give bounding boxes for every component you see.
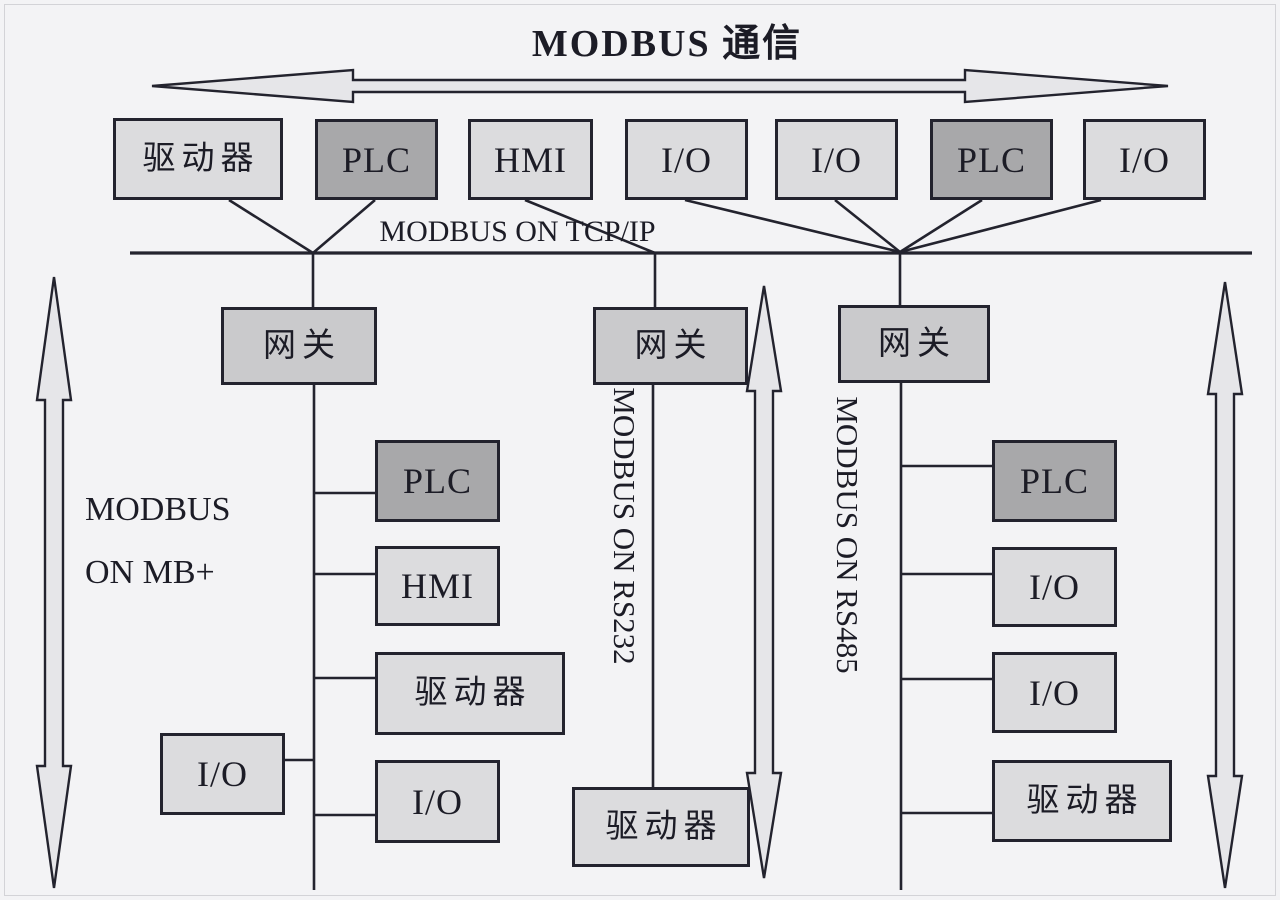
node-gateway-mid: 网关 — [593, 307, 748, 385]
node-top-io-a: I/O — [625, 119, 748, 200]
node-top-driver: 驱动器 — [113, 118, 283, 200]
rs232-label: MODBUS ON RS232 — [607, 387, 642, 665]
drop-plc-b — [899, 198, 983, 254]
node-left-driver: 驱动器 — [375, 652, 565, 735]
mb-plus-label: MODBUS ON MB+ — [85, 478, 355, 604]
tcp-bus-label: MODBUS ON TCP/IP — [379, 215, 656, 248]
node-top-hmi: HMI — [468, 119, 593, 200]
drop-plc-a — [312, 199, 376, 254]
horizontal-double-arrow — [151, 68, 1169, 104]
mb-plus-label-line2: ON MB+ — [85, 554, 215, 591]
drop-io-a — [684, 198, 901, 254]
drop-hmi — [524, 198, 656, 255]
node-right-plc: PLC — [992, 440, 1117, 522]
node-left-io-side: I/O — [160, 733, 285, 815]
drop-io-b — [834, 198, 901, 254]
node-right-driver: 驱动器 — [992, 760, 1172, 842]
node-right-io-a: I/O — [992, 547, 1117, 627]
node-top-plc-b: PLC — [930, 119, 1053, 200]
node-left-hmi: HMI — [375, 546, 500, 626]
node-left-io: I/O — [375, 760, 500, 843]
mb-plus-label-line1: MODBUS — [85, 491, 231, 528]
diagram-title: MODBUS 通信 — [531, 23, 803, 65]
rs485-label: MODBUS ON RS485 — [830, 396, 865, 674]
node-gateway-right: 网关 — [838, 305, 990, 383]
node-right-io-b: I/O — [992, 652, 1117, 733]
middle-vertical-double-arrow — [745, 285, 783, 879]
right-vertical-double-arrow — [1206, 281, 1244, 889]
node-gateway-left: 网关 — [221, 307, 377, 385]
node-top-io-b: I/O — [775, 119, 898, 200]
node-top-plc-a: PLC — [315, 119, 438, 200]
node-mid-driver: 驱动器 — [572, 787, 750, 867]
node-left-plc: PLC — [375, 440, 500, 522]
left-vertical-double-arrow — [35, 276, 73, 889]
drop-io-c — [899, 198, 1102, 254]
node-top-io-c: I/O — [1083, 119, 1206, 200]
drop-driver — [228, 198, 314, 255]
